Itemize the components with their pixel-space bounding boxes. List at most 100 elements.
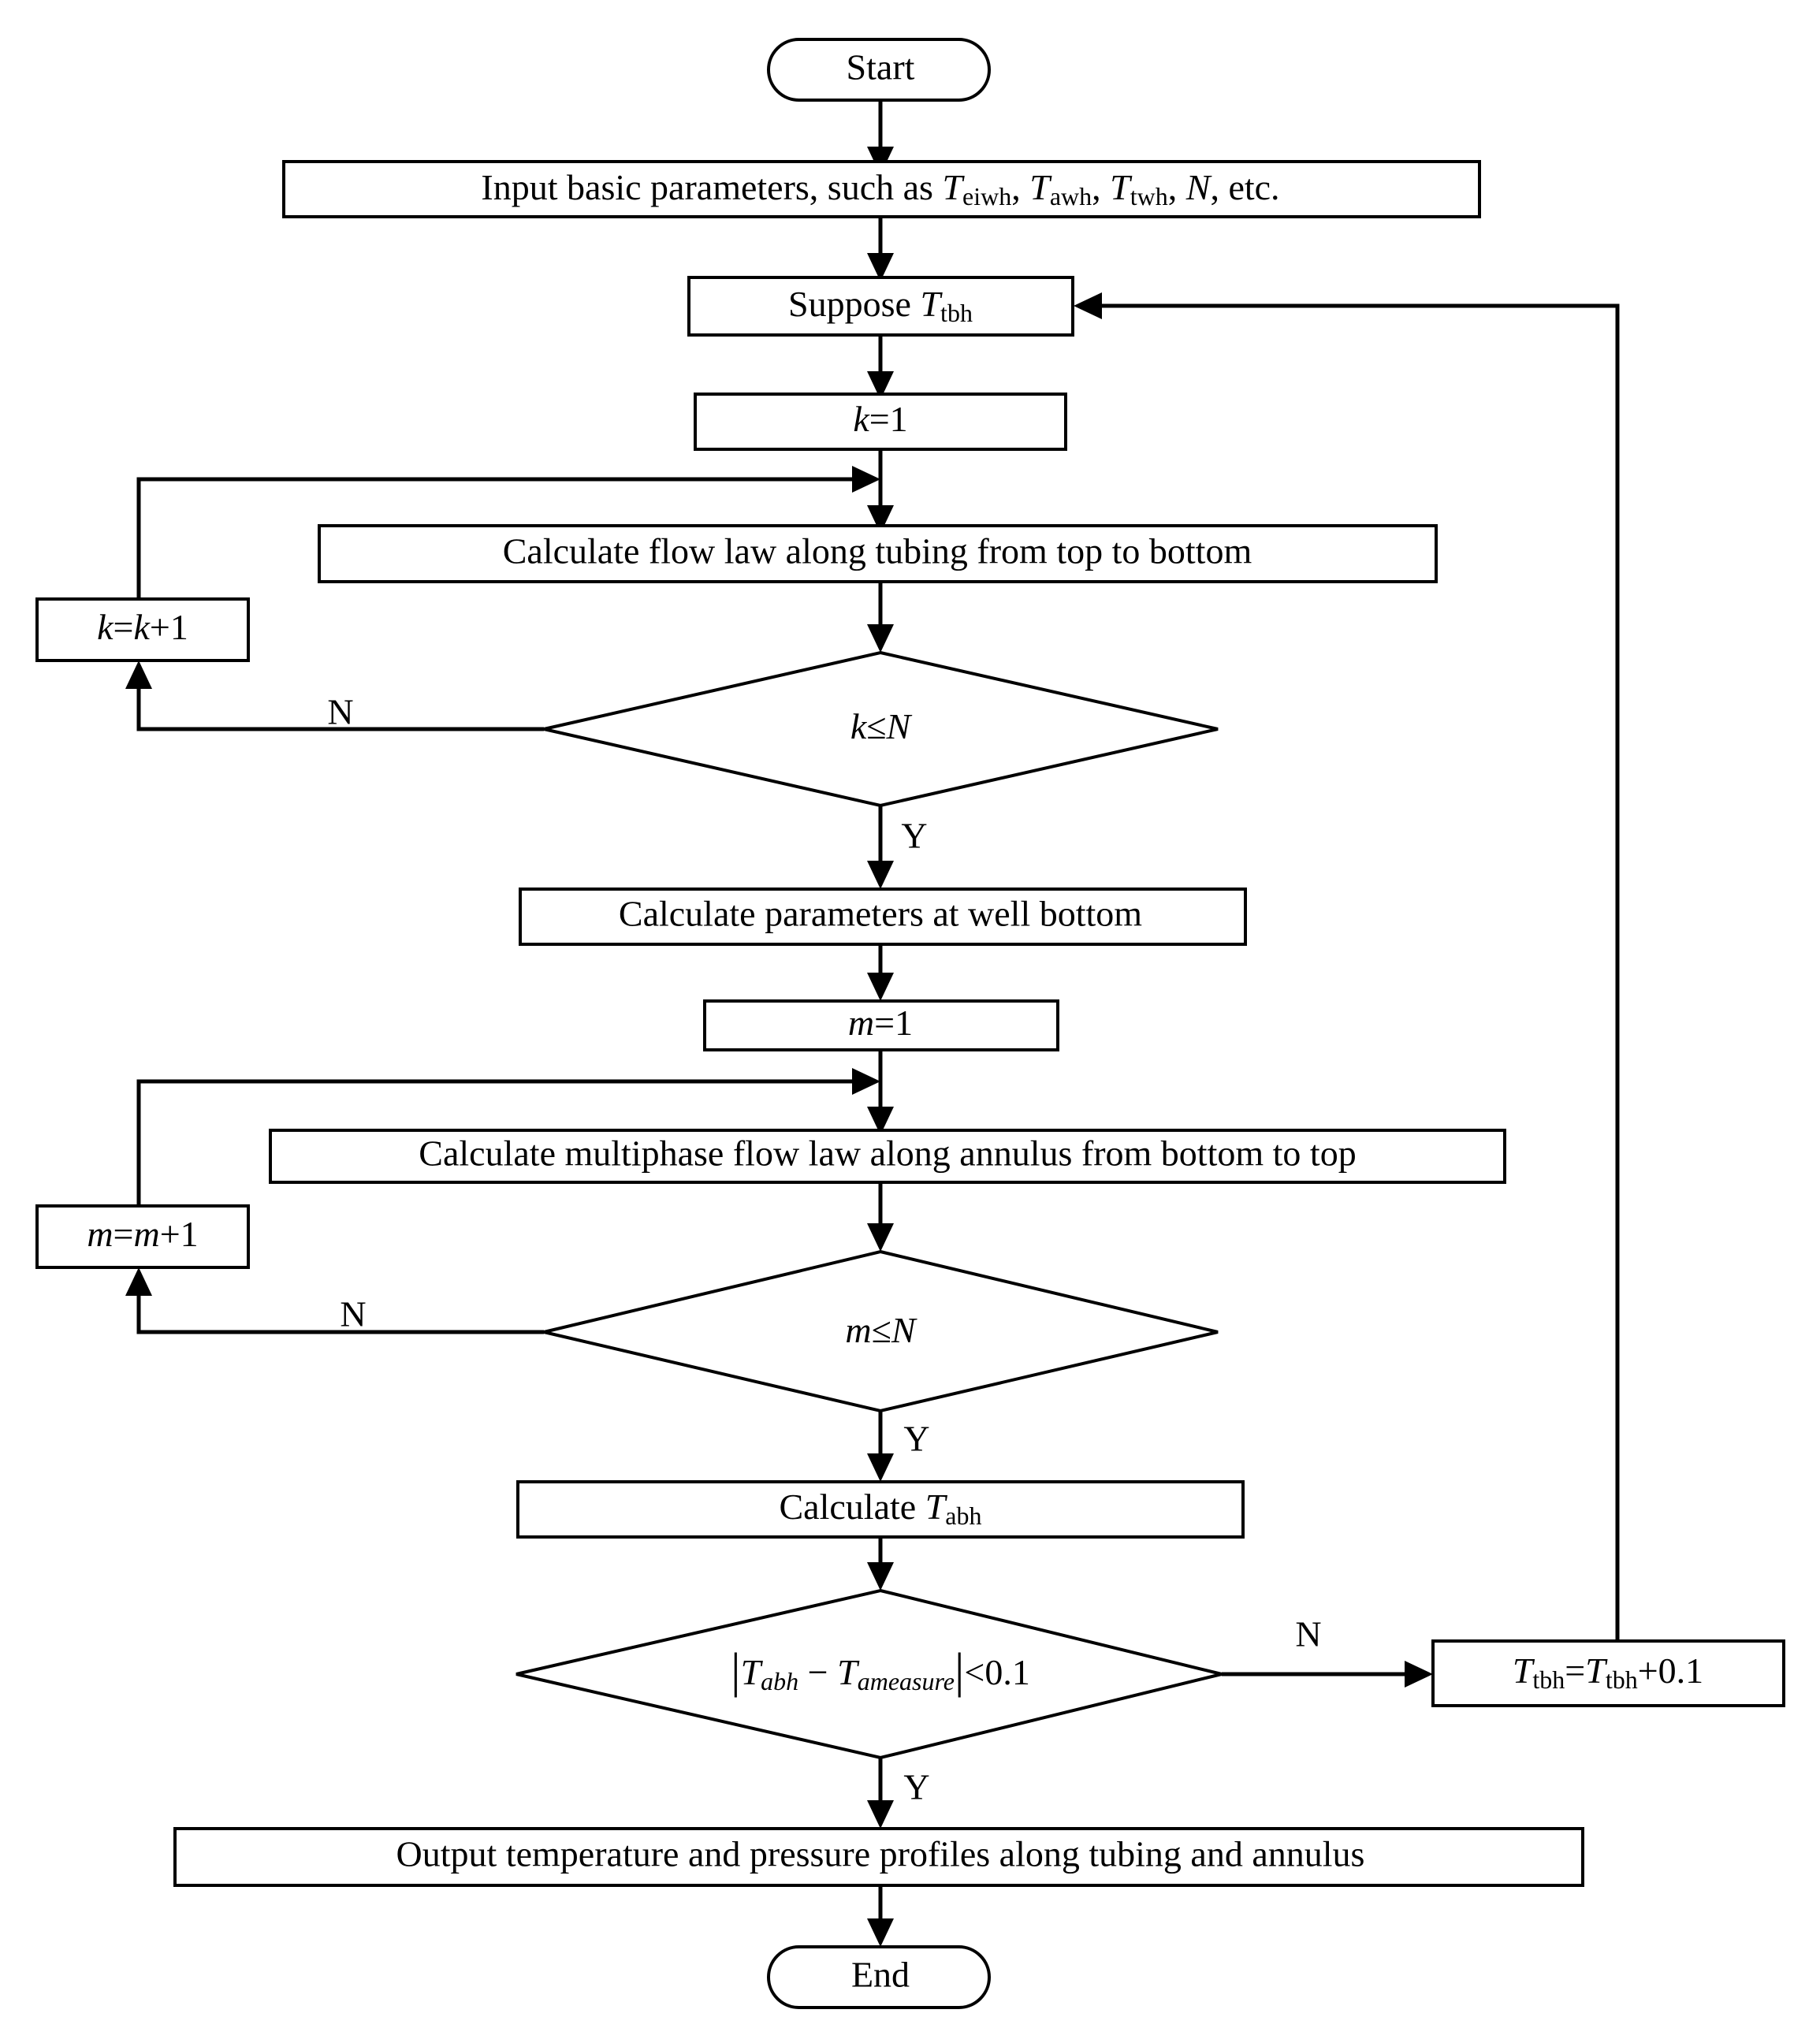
arrowhead-ktest-yes — [867, 861, 894, 889]
arrowhead-tbhupdate-feedback — [1074, 292, 1102, 319]
edge-kloop-return — [136, 477, 867, 599]
converge-var2-sub: ameasure — [858, 1667, 955, 1695]
arrowhead-input-to-suppose — [867, 253, 894, 281]
m-incr-mid: = — [114, 1214, 134, 1254]
m-init-shape[interactable] — [703, 999, 1059, 1051]
node-calc-tabh[interactable]: Calculate Tabh — [516, 1480, 1245, 1539]
output-label: Output temperature and pressure profiles… — [396, 1834, 1365, 1874]
m-init-label: m=1 — [848, 1003, 913, 1043]
input-sep1: , — [1011, 167, 1029, 207]
node-calc-annulus[interactable]: Calculate multiphase flow law along annu… — [269, 1129, 1506, 1184]
converge-bar-close: | — [955, 1644, 964, 1698]
m-test-shape[interactable] — [543, 1249, 1219, 1413]
arrowhead-calcannulus-to-mtest — [867, 1223, 894, 1252]
k-test-shape[interactable] — [543, 650, 1219, 808]
k-incr-var2: k — [134, 607, 151, 647]
k-init-shape[interactable] — [694, 393, 1067, 451]
suppose-lead: Suppose — [788, 284, 920, 324]
arrowhead-mtest-no — [125, 1267, 152, 1296]
start-terminator-shape[interactable] — [767, 38, 991, 102]
m-test-yes-label: Y — [903, 1419, 929, 1459]
end-terminator-shape[interactable] — [767, 1945, 991, 2009]
node-calc-tubing[interactable]: Calculate flow law along tubing from top… — [318, 524, 1438, 583]
m-incr-rest: +1 — [160, 1214, 199, 1254]
edge-mtest-no — [136, 1282, 544, 1334]
input-var4: N — [1185, 167, 1212, 207]
output-shape[interactable] — [173, 1827, 1584, 1887]
k-incr-mid: = — [114, 607, 134, 647]
node-k-test[interactable]: k≤N N Y — [327, 650, 1219, 856]
calc-annulus-shape[interactable] — [269, 1129, 1506, 1184]
node-input-parameters[interactable]: Input basic parameters, such as Teiwh, T… — [282, 160, 1481, 218]
k-increment-label: k=k+1 — [97, 607, 188, 647]
edge-tbhupdate-feedback — [1088, 303, 1620, 1641]
calc-tubing-label: Calculate flow law along tubing from top… — [503, 531, 1252, 571]
input-var1-sub: eiwh — [962, 182, 1011, 210]
tbh-update-eq: = — [1565, 1650, 1585, 1691]
node-m-increment[interactable]: m=m+1 — [35, 1204, 250, 1269]
input-var3-sub: twh — [1130, 182, 1168, 210]
arrowhead-output-to-end — [867, 1918, 894, 1947]
end-label: End — [851, 1955, 910, 1995]
suppose-ttbh-shape[interactable] — [687, 276, 1074, 337]
input-lead: Input basic parameters, such as — [481, 167, 942, 207]
k-init-label: k=1 — [853, 399, 907, 439]
m-increment-shape[interactable] — [35, 1204, 250, 1269]
edge-ktest-no — [136, 675, 544, 731]
calc-bottom-shape[interactable] — [519, 888, 1247, 946]
m-incr-var2: m — [134, 1214, 160, 1254]
m-init-var: m — [848, 1003, 874, 1043]
node-calc-bottom[interactable]: Calculate parameters at well bottom — [519, 888, 1247, 946]
node-m-init[interactable]: m=1 — [703, 999, 1059, 1051]
arrowhead-calctubing-to-ktest — [867, 624, 894, 653]
node-start[interactable]: Start — [767, 38, 991, 102]
node-end[interactable]: End — [767, 1945, 991, 2009]
node-output[interactable]: Output temperature and pressure profiles… — [173, 1827, 1584, 1887]
input-parameters-shape[interactable] — [282, 160, 1481, 218]
input-var3: T — [1110, 167, 1133, 207]
input-sep3: , — [1168, 167, 1186, 207]
arrowhead-calctabh-to-converge — [867, 1562, 894, 1591]
suppose-var: T — [920, 284, 943, 324]
arrowhead-mloop-return — [852, 1068, 880, 1095]
k-test-op: ≤ — [866, 706, 886, 746]
calc-tabh-var: T — [925, 1487, 948, 1527]
convergence-test-shape[interactable] — [515, 1588, 1223, 1760]
input-var1: T — [942, 167, 965, 207]
k-incr-var1: k — [97, 607, 114, 647]
converge-var1-sub: abh — [761, 1667, 798, 1695]
arrowhead-kinit-to-calctubing — [867, 505, 894, 534]
tbh-update-tail: +0.1 — [1638, 1650, 1703, 1691]
m-test-label: m≤N — [845, 1310, 917, 1350]
arrowhead-suppose-to-kinit — [867, 371, 894, 400]
calc-tabh-shape[interactable] — [516, 1480, 1245, 1539]
tbh-update-var2-sub: tbh — [1606, 1665, 1638, 1694]
tbh-update-shape[interactable] — [1431, 1639, 1785, 1707]
start-label: Start — [847, 47, 915, 87]
suppose-var-sub: tbh — [940, 299, 973, 327]
k-test-yes-label: Y — [901, 816, 927, 856]
arrowhead-calcbottom-to-minit — [867, 973, 894, 1001]
arrowhead-mtest-yes — [867, 1453, 894, 1482]
calc-tabh-lead: Calculate — [780, 1487, 925, 1527]
suppose-ttbh-label: Suppose Ttbh — [788, 284, 973, 327]
node-tbh-update[interactable]: Ttbh=Ttbh+0.1 — [1431, 1639, 1785, 1707]
k-increment-shape[interactable] — [35, 597, 250, 662]
calc-tubing-shape[interactable] — [318, 524, 1438, 583]
node-k-init[interactable]: k=1 — [694, 393, 1067, 451]
input-tail: , etc. — [1210, 167, 1279, 207]
m-test-var2: N — [891, 1310, 917, 1350]
node-m-test[interactable]: m≤N N Y — [340, 1249, 1219, 1459]
input-var2-sub: awh — [1050, 182, 1092, 210]
m-test-var1: m — [845, 1310, 871, 1350]
node-suppose-ttbh[interactable]: Suppose Ttbh — [687, 276, 1074, 337]
tbh-update-var2: T — [1585, 1650, 1608, 1691]
node-convergence-test[interactable]: |Tabh − Tameasure|<0.1 N Y — [515, 1588, 1322, 1807]
converge-bar-open: | — [731, 1644, 740, 1698]
input-sep2: , — [1092, 167, 1110, 207]
node-k-increment[interactable]: k=k+1 — [35, 597, 250, 662]
k-test-label: k≤N — [850, 706, 913, 746]
calc-bottom-label: Calculate parameters at well bottom — [619, 894, 1142, 934]
